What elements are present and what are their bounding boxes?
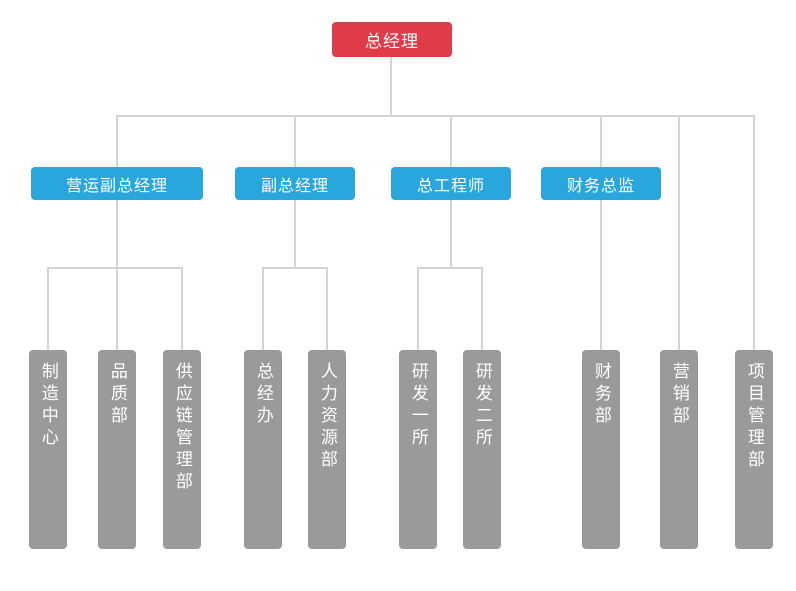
connector-bus-deputy-gm-children xyxy=(262,267,328,269)
org-node-project-management-dept[interactable]: 项目管理部 xyxy=(735,350,773,549)
org-node-manufacturing-center[interactable]: 制造中心 xyxy=(29,350,67,549)
org-node-general-manager[interactable]: 总经理 xyxy=(332,22,452,57)
connector-drop-deputy-gm xyxy=(294,115,296,167)
connector-bus-ops-vp-children xyxy=(47,267,183,269)
org-node-operations-deputy-gm[interactable]: 营运副总经理 xyxy=(31,167,203,200)
connector-stem-ops-vp xyxy=(116,200,118,267)
org-node-label: 总经理 xyxy=(365,32,419,51)
connector-drop-rd-institute-1 xyxy=(417,267,419,350)
org-node-label: 总工程师 xyxy=(416,177,485,195)
connector-level1-bus xyxy=(116,115,755,117)
connector-drop-hr-dept xyxy=(326,267,328,350)
org-node-label: 财务部 xyxy=(591,362,611,428)
org-node-label: 研发二所 xyxy=(472,362,492,450)
org-node-rd-institute-1[interactable]: 研发一所 xyxy=(399,350,437,549)
connector-stem-deputy-gm xyxy=(294,200,296,267)
org-node-marketing-dept[interactable]: 营销部 xyxy=(660,350,698,549)
org-node-rd-institute-2[interactable]: 研发二所 xyxy=(463,350,501,549)
connector-drop-manufacturing-center xyxy=(47,267,49,350)
org-node-quality-dept[interactable]: 品质部 xyxy=(98,350,136,549)
org-node-gm-office[interactable]: 总经办 xyxy=(244,350,282,549)
org-node-label: 营销部 xyxy=(669,362,689,428)
connector-drop-rd-institute-2 xyxy=(481,267,483,350)
org-node-label: 总经办 xyxy=(253,362,273,428)
org-node-label: 研发一所 xyxy=(408,362,428,450)
connector-bus-chief-engineer-children xyxy=(417,267,483,269)
connector-root-stem xyxy=(390,57,392,115)
org-node-finance-dept[interactable]: 财务部 xyxy=(582,350,620,549)
org-node-label: 财务总监 xyxy=(566,177,635,195)
org-node-label: 人力资源部 xyxy=(317,362,337,472)
connector-drop-gm-office xyxy=(262,267,264,350)
org-node-label: 副总经理 xyxy=(260,177,329,195)
org-node-finance-director[interactable]: 财务总监 xyxy=(541,167,661,200)
connector-drop-quality-dept xyxy=(116,267,118,350)
org-node-chief-engineer[interactable]: 总工程师 xyxy=(391,167,511,200)
connector-drop-marketing-dept xyxy=(678,115,680,350)
org-node-supply-chain-dept[interactable]: 供应链管理部 xyxy=(163,350,201,549)
org-node-label: 制造中心 xyxy=(38,362,58,450)
connector-stem-finance-director xyxy=(600,200,602,350)
connector-drop-project-management-dept xyxy=(753,115,755,350)
connector-drop-ops-vp xyxy=(116,115,118,167)
org-node-label: 项目管理部 xyxy=(744,362,764,472)
connector-drop-chief-engineer xyxy=(450,115,452,167)
connector-drop-finance-director xyxy=(600,115,602,167)
org-node-label: 供应链管理部 xyxy=(172,362,192,494)
org-node-hr-dept[interactable]: 人力资源部 xyxy=(308,350,346,549)
connector-stem-chief-engineer xyxy=(450,200,452,267)
org-node-label: 品质部 xyxy=(107,362,127,428)
connector-drop-supply-chain-dept xyxy=(181,267,183,350)
org-node-deputy-gm[interactable]: 副总经理 xyxy=(235,167,355,200)
org-node-label: 营运副总经理 xyxy=(65,177,168,195)
